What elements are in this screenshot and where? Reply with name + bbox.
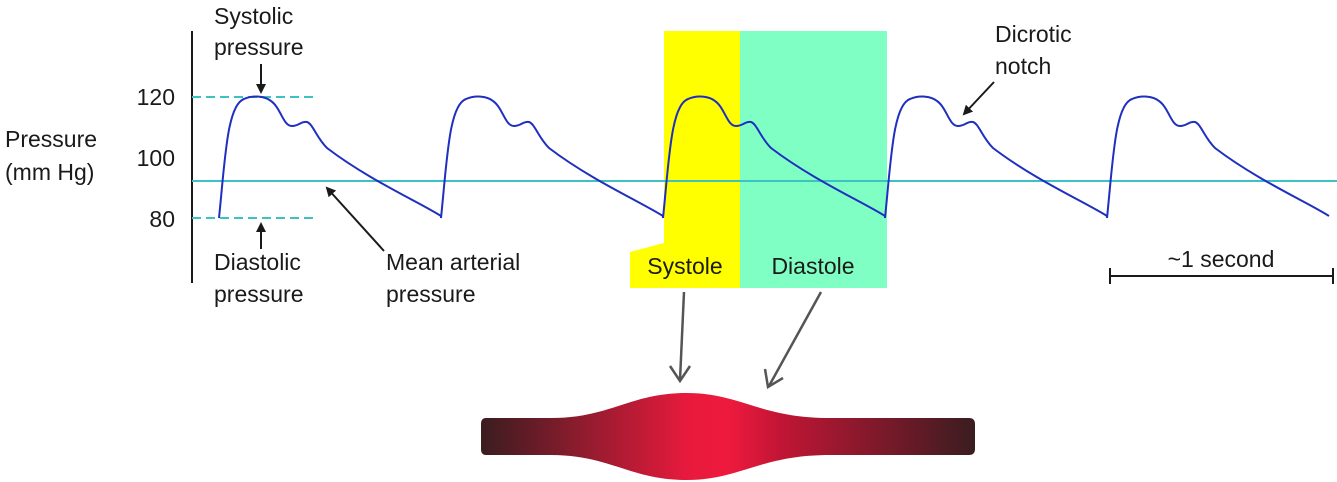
systole-label: Systole	[647, 253, 722, 279]
pressure-waveform	[218, 95, 1330, 219]
blood-vessel	[481, 393, 975, 480]
diastole-band	[740, 31, 887, 288]
diastolic-label-line2: pressure	[214, 281, 303, 307]
diastole-vessel-arrow	[763, 291, 823, 390]
systolic-label-line1: Systolic	[214, 3, 293, 29]
y-tick-80: 80	[149, 206, 175, 232]
diastolic-label-line1: Diastolic	[214, 249, 301, 275]
systole-vessel-arrow	[668, 291, 692, 384]
dicrotic-label-line2: notch	[995, 53, 1051, 79]
y-axis-label-line1: Pressure	[5, 126, 97, 152]
time-scale-label: ~1 second	[1168, 246, 1275, 272]
y-tick-120: 120	[137, 84, 175, 110]
y-axis-label-line2: (mm Hg)	[5, 159, 94, 185]
mean-arterial-label-line2: pressure	[386, 281, 475, 307]
diastole-label: Diastole	[771, 253, 854, 279]
dicrotic-arrow	[962, 81, 995, 116]
time-scale-bar	[1109, 268, 1334, 284]
y-tick-100: 100	[137, 145, 175, 171]
mean-arterial-arrow	[325, 186, 385, 252]
mean-arterial-label-line1: Mean arterial	[386, 249, 520, 275]
systole-band	[630, 31, 740, 288]
systolic-label-line2: pressure	[214, 34, 303, 60]
dicrotic-label-line1: Dicrotic	[995, 21, 1072, 47]
